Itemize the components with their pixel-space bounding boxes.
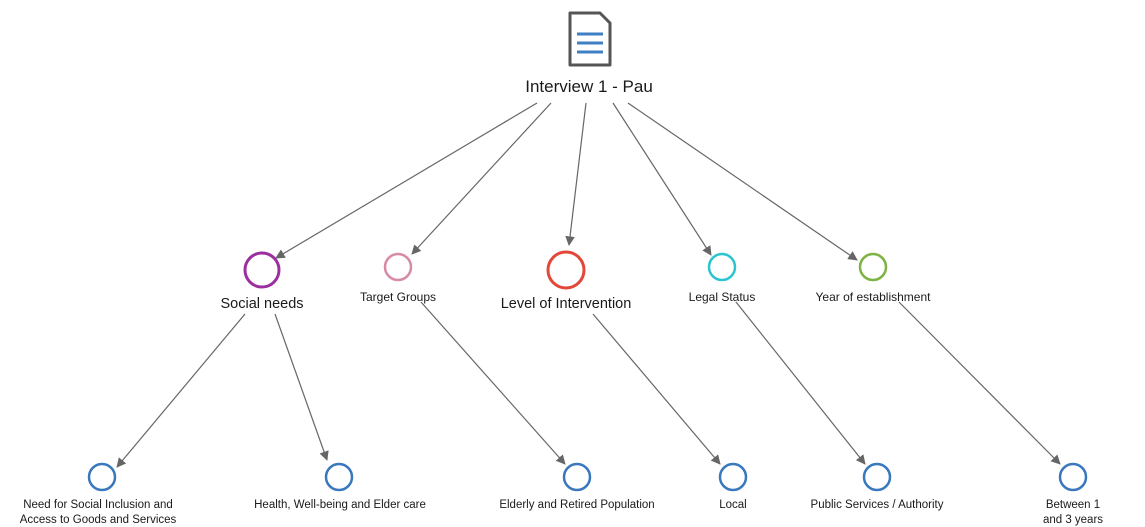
node-leaf-inclusion[interactable] xyxy=(87,462,117,492)
leaf-label-health: Health, Well-being and Elder care xyxy=(254,499,426,511)
leaf-label-inclusion: Need for Social Inclusion and Access to … xyxy=(19,499,177,526)
leaf-label-elderly: Elderly and Retired Population xyxy=(499,499,655,511)
category-label-year-of-establishment: Year of establishment xyxy=(815,290,931,304)
category-label-level-of-intervention: Level of Intervention xyxy=(500,296,632,312)
edge-year-between xyxy=(898,301,1061,465)
leaf-label-public: Public Services / Authority xyxy=(810,499,944,511)
edge-root-level-of-intervention xyxy=(565,102,587,246)
category-label-legal-status: Legal Status xyxy=(688,290,756,304)
leaf-label-between: Between 1 and 3 years xyxy=(1042,499,1104,526)
edge-social-needs-health xyxy=(274,313,329,461)
node-leaf-between[interactable] xyxy=(1058,462,1088,492)
node-leaf-health[interactable] xyxy=(324,462,354,492)
edge-root-legal-status xyxy=(612,102,712,256)
node-leaf-elderly[interactable] xyxy=(562,462,592,492)
node-level-of-intervention[interactable] xyxy=(546,250,586,290)
edge-legal-status-public xyxy=(735,301,866,465)
root-label: Interview 1 - Pau xyxy=(525,77,653,96)
edge-root-social-needs xyxy=(275,102,538,259)
category-label-social-needs: Social needs xyxy=(220,296,304,312)
node-legal-status[interactable] xyxy=(707,252,737,282)
node-leaf-public[interactable] xyxy=(862,462,892,492)
leaf-label-local: Local xyxy=(719,499,747,511)
edge-social-needs-inclusion xyxy=(116,313,246,468)
node-social-needs[interactable] xyxy=(243,251,281,289)
category-label-target-groups: Target Groups xyxy=(359,290,437,304)
edge-level-local xyxy=(592,313,721,465)
edge-root-target-groups xyxy=(411,102,552,255)
edge-root-year-of-establishment xyxy=(627,102,858,261)
document-icon xyxy=(568,11,612,67)
node-leaf-local[interactable] xyxy=(718,462,748,492)
node-target-groups[interactable] xyxy=(383,252,413,282)
node-year-of-establishment[interactable] xyxy=(858,252,888,282)
edge-target-groups-elderly xyxy=(420,301,566,465)
